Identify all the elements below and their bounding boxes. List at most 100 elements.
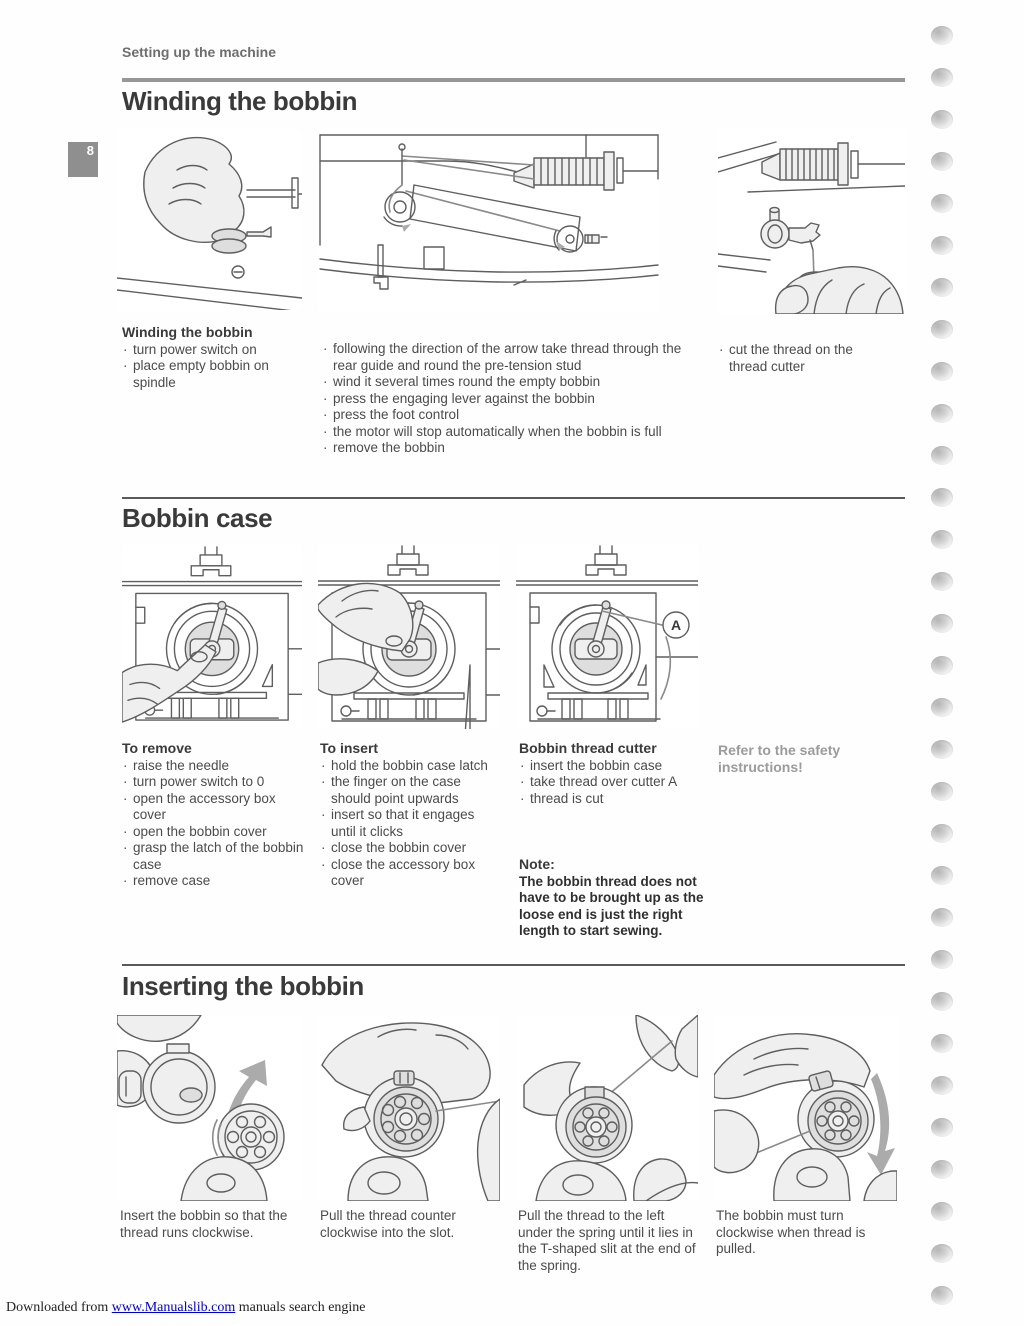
winding-steps-col1: Winding the bobbin turn power switch on … xyxy=(122,324,314,391)
bobbin-case-hand-icon xyxy=(318,545,500,729)
section-rule xyxy=(122,964,905,966)
binding-hole xyxy=(931,530,953,549)
list-item: cut the thread on the thread cutter xyxy=(718,342,888,375)
note-block: Note: The bobbin thread does not have to… xyxy=(519,856,719,940)
inserting-step4-illustration xyxy=(714,1015,897,1201)
bobbin-thread-cutter-illustration: A xyxy=(516,545,698,729)
list-item: open the accessory box cover xyxy=(122,791,310,824)
list-item: grasp the latch of the bobbin case xyxy=(122,840,310,873)
section-rule xyxy=(122,78,905,82)
inserting-step2-illustration xyxy=(318,1015,500,1201)
binding-hole xyxy=(931,656,953,675)
binding-hole xyxy=(931,194,953,213)
binding-hole xyxy=(931,320,953,339)
list-item: insert so that it engages until it click… xyxy=(320,807,502,840)
safety-note: Refer to the safety instructions! xyxy=(718,742,841,775)
binding-hole xyxy=(931,908,953,927)
list-item: turn power switch on xyxy=(122,342,314,359)
cutter-steps: Bobbin thread cutter insert the bobbin c… xyxy=(519,740,715,807)
binding-holes xyxy=(931,26,953,1305)
list-item: the motor will stop automatically when t… xyxy=(322,424,696,441)
binding-hole xyxy=(931,1244,953,1263)
list-item: insert the bobbin case xyxy=(519,758,715,775)
list-item: place empty bobbin on spindle xyxy=(122,358,314,391)
section-title-inserting: Inserting the bobbin xyxy=(122,971,364,1001)
binding-hole xyxy=(931,26,953,45)
insert-steps: To insert hold the bobbin case latch the… xyxy=(320,740,502,890)
note-heading: Note: xyxy=(519,856,555,872)
winding-steps-col3: cut the thread on the thread cutter xyxy=(718,342,888,375)
bobbin-case-remove-illustration xyxy=(122,545,302,729)
winding-hand-bobbin-illustration xyxy=(117,130,302,310)
caption-step3: Pull the thread to the left under the sp… xyxy=(518,1208,696,1273)
list-item: remove the bobbin xyxy=(322,440,696,457)
binding-hole xyxy=(931,278,953,297)
winding-thread-path-illustration xyxy=(318,127,660,311)
label-a-circle xyxy=(662,611,690,639)
binding-hole xyxy=(931,152,953,171)
list-item: hold the bobbin case latch xyxy=(320,758,502,775)
winding-cut-thread-illustration xyxy=(718,128,905,314)
machine-thread-path-icon xyxy=(319,134,659,290)
hand-bobbin-spindle-icon xyxy=(117,136,302,310)
section-rule xyxy=(122,497,905,499)
bobbin-case-cutter-icon: A xyxy=(516,545,698,722)
section-title-winding: Winding the bobbin xyxy=(122,86,358,116)
manualslib-link[interactable]: www.Manualslib.com xyxy=(111,1300,236,1315)
list-item: press the engaging lever against the bob… xyxy=(322,391,696,408)
binding-hole xyxy=(931,404,953,423)
binding-hole xyxy=(931,572,953,591)
list-item: press the foot control xyxy=(322,407,696,424)
list-item: take thread over cutter A xyxy=(519,774,715,791)
footer-prefix: Downloaded from xyxy=(6,1300,112,1315)
list-item: open the bobbin cover xyxy=(122,824,310,841)
binding-hole xyxy=(931,866,953,885)
list-item: wind it several times round the empty bo… xyxy=(322,374,696,391)
remove-steps: To remove raise the needle turn power sw… xyxy=(122,740,310,890)
list-item: following the direction of the arrow tak… xyxy=(322,341,696,374)
note-text: The bobbin thread does not have to be br… xyxy=(519,873,704,939)
winding-steps-heading: Winding the bobbin xyxy=(122,324,253,340)
list-item: raise the needle xyxy=(122,758,310,775)
binding-hole xyxy=(931,1286,953,1305)
binding-hole xyxy=(931,1202,953,1221)
section-title-bobbin-case: Bobbin case xyxy=(122,503,273,533)
thread-cutter-hand-icon xyxy=(718,141,905,314)
list-item: thread is cut xyxy=(519,791,715,808)
caption-step4: The bobbin must turn clockwise when thre… xyxy=(716,1208,866,1256)
binding-hole xyxy=(931,824,953,843)
binding-hole xyxy=(931,446,953,465)
bobbin-case-insert-illustration xyxy=(318,545,500,729)
caption-step2: Pull the thread counter clockwise into t… xyxy=(320,1208,456,1240)
footer: Downloaded from www.Manualslib.com manua… xyxy=(6,1300,366,1316)
binding-hole xyxy=(931,362,953,381)
thread-under-spring-icon xyxy=(523,1015,698,1201)
inserting-step1-illustration xyxy=(117,1015,302,1201)
binding-hole xyxy=(931,950,953,969)
chapter-tab: 8 xyxy=(68,142,98,177)
binding-hole xyxy=(931,1160,953,1179)
caption-step1: Insert the bobbin so that the thread run… xyxy=(120,1208,288,1240)
binding-hole xyxy=(931,110,953,129)
binding-hole xyxy=(931,614,953,633)
binding-hole xyxy=(931,1076,953,1095)
list-item: close the accessory box cover xyxy=(320,857,502,890)
insert-heading: To insert xyxy=(320,740,379,756)
binding-hole xyxy=(931,782,953,801)
list-item: close the bobbin cover xyxy=(320,840,502,857)
binding-hole xyxy=(931,1118,953,1137)
footer-suffix: manuals search engine xyxy=(235,1300,366,1315)
thread-into-slot-icon xyxy=(321,1022,500,1201)
binding-hole xyxy=(931,236,953,255)
bobbin-into-case-icon xyxy=(117,1015,285,1201)
label-a-text: A xyxy=(671,617,681,633)
cutter-heading: Bobbin thread cutter xyxy=(519,740,657,756)
list-item: the finger on the case should point upwa… xyxy=(320,774,502,807)
bobbin-turn-clockwise-icon xyxy=(714,1033,897,1201)
page-header: Setting up the machine xyxy=(122,44,277,60)
binding-hole xyxy=(931,68,953,87)
inserting-step3-illustration xyxy=(516,1015,698,1201)
binding-hole xyxy=(931,992,953,1011)
list-item: remove case xyxy=(122,873,310,890)
